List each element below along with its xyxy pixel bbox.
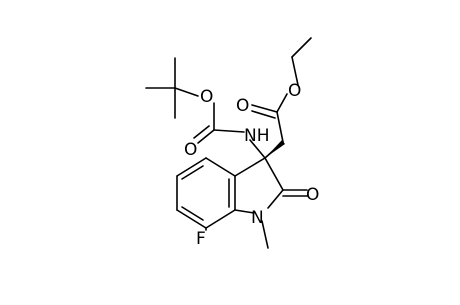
- bond: [251, 104, 278, 113]
- bond: [291, 37, 312, 58]
- atom-label-nh: NH: [244, 126, 270, 146]
- bond: [176, 209, 207, 229]
- bond: [276, 93, 288, 113]
- bond: [261, 220, 269, 249]
- bond: [213, 129, 245, 133]
- atom-label-nitrogen: N: [251, 208, 264, 228]
- bond: [234, 209, 255, 214]
- bond: [197, 129, 215, 144]
- tert-butyl-group: [145, 57, 199, 119]
- bond: [181, 165, 204, 180]
- oxindole-ring: [176, 157, 308, 249]
- bond: [267, 189, 284, 209]
- bond: [234, 157, 266, 177]
- atom-label-oxygen: O: [288, 81, 301, 101]
- stereo-wedge-bond: [265, 140, 285, 158]
- bond: [249, 139, 266, 159]
- atom-label-oxygen: O: [236, 96, 249, 116]
- atom-label-fluorine: F: [196, 229, 206, 249]
- boc-carbamate: [193, 102, 266, 159]
- bond: [176, 157, 207, 177]
- bond: [181, 206, 204, 221]
- bond: [174, 87, 199, 97]
- bond: [205, 209, 236, 229]
- atom-label-oxygen: O: [184, 140, 197, 160]
- atom-label-oxygen: O: [306, 185, 319, 205]
- bond: [251, 110, 276, 119]
- bond: [205, 157, 236, 177]
- atom-label-oxygen: O: [200, 87, 213, 107]
- bond: [276, 111, 284, 143]
- bond: [264, 157, 284, 191]
- bond: [291, 56, 299, 86]
- bond: [193, 125, 210, 139]
- ethyl-acetate-chain: [251, 37, 312, 159]
